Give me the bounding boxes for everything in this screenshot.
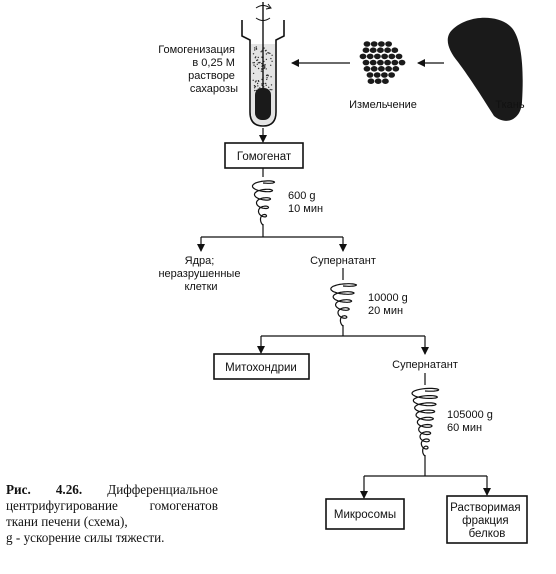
tissue-label: Ткань <box>495 99 524 111</box>
microsomes-label: Микросомы <box>334 509 396 521</box>
caption-note: g - ускорение силы тяжести. <box>6 530 165 545</box>
nuclei-label: Ядра; неразрушенные клетки <box>158 255 243 293</box>
spin1-label: 600 g 10 мин <box>288 190 323 215</box>
caption-text: Дифференциальное центрифугирование гомог… <box>6 482 218 529</box>
homogenizer-icon <box>241 2 285 127</box>
centrifuge-spiral-icon <box>411 387 440 457</box>
soluble-fraction-label: Растворимая фракция белков <box>450 502 524 540</box>
spin2-label: 10000 g 20 мин <box>368 292 411 317</box>
homogenate-box <box>224 142 304 169</box>
mitochondria-box <box>213 353 310 380</box>
figure-caption: Рис. 4.26. Дифференциальное центрифугиро… <box>6 482 218 546</box>
caption-number: Рис. 4.26. <box>6 482 83 497</box>
spin3-label: 105000 g 60 мин <box>447 409 496 434</box>
homogenization-label: Гомогенизация в 0,25 М растворе сахарозы <box>158 44 238 95</box>
grinding-label: Измельчение <box>349 99 417 111</box>
homogenate-label: Гомогенат <box>237 151 292 163</box>
supernatant2-label: Супернатант <box>392 359 458 371</box>
centrifuge-spiral-icon <box>251 180 276 226</box>
mitochondria-label: Митохондрии <box>225 362 297 374</box>
soluble-fraction-box <box>446 495 528 544</box>
tissue-icon <box>447 17 523 121</box>
minced-tissue-icon <box>359 41 406 84</box>
microsomes-box <box>325 498 405 530</box>
supernatant1-label: Супернатант <box>310 255 376 267</box>
centrifuge-spiral-icon <box>330 283 358 327</box>
